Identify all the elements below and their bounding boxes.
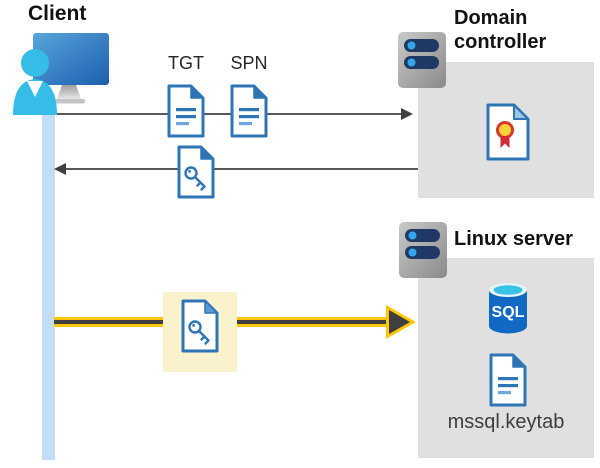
person-collar-icon [27, 81, 43, 97]
document-icon-tgt [167, 84, 205, 138]
monitor-icon [33, 33, 109, 85]
keytab-file-label: mssql.keytab [447, 411, 565, 433]
tgt-spn-request-arrow-line [57, 113, 403, 115]
ticket-response-arrow-line [64, 168, 418, 170]
server-icon-linux [399, 222, 447, 278]
key-document-icon-response [177, 145, 215, 199]
client-label: Client [28, 2, 87, 25]
ticket-label-spn: SPN [230, 53, 268, 73]
domain-controller-label: Domain controller [454, 7, 547, 54]
linux-server-label: Linux server [454, 228, 573, 250]
person-head-icon [21, 49, 49, 77]
kerberos-auth-arrowhead-inner-icon [389, 310, 410, 334]
monitor-base-icon [53, 99, 85, 104]
client-lifeline [42, 94, 55, 460]
certificate-icon [486, 103, 530, 161]
ticket-response-arrowhead-icon [54, 163, 66, 175]
client-computer-icon [13, 33, 109, 115]
sql-database-icon: SQL [489, 283, 527, 334]
ticket-label-tgt: TGT [168, 53, 204, 73]
monitor-stand-icon [57, 85, 81, 99]
document-icon-spn [230, 84, 268, 138]
tgt-spn-request-arrowhead-icon [401, 108, 413, 120]
server-icon-domain-controller [398, 32, 446, 88]
key-document-icon-auth [181, 299, 219, 353]
keytab-document-icon [489, 353, 527, 407]
sql-badge-label: SQL [492, 304, 525, 321]
